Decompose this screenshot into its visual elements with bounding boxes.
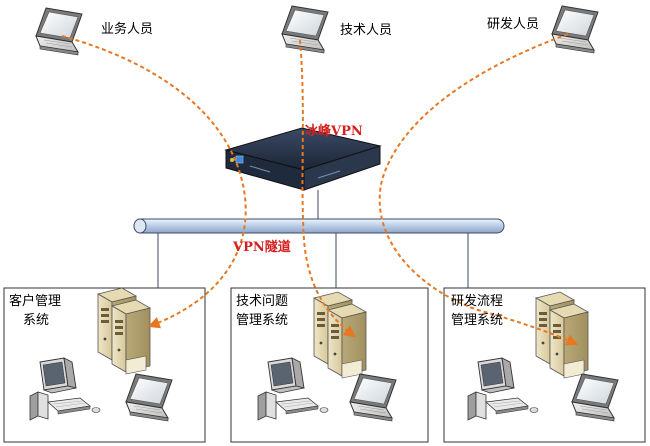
- laptop-icon-crm-box: [125, 373, 173, 422]
- rnd-system-box: [443, 287, 646, 443]
- tunnel-business: [61, 35, 247, 329]
- label-vpn-device: 冰峰VPN: [305, 124, 363, 139]
- vpn-tunnels: [61, 33, 579, 346]
- laptop-icon-rnd-box: [571, 373, 619, 422]
- crm-system-box: [3, 287, 206, 443]
- label-tech-staff: 技术人员: [340, 23, 393, 38]
- desktop-icon-crm: [29, 357, 101, 421]
- tech-system-box: [230, 287, 429, 443]
- laptop-icon-business: [35, 7, 83, 56]
- label-vpn-tunnel: VPN隧道: [233, 240, 291, 255]
- server-icon-crm: [97, 287, 151, 375]
- label-business-staff: 业务人员: [101, 22, 154, 37]
- laptop-icon-tech-box: [349, 373, 397, 422]
- desktop-icon-rnd: [467, 357, 539, 421]
- label-tech-system-line1: 技术问题: [236, 294, 289, 309]
- vpn-device-logo-icon: [235, 155, 244, 164]
- label-rnd-system-line1: 研发流程: [451, 294, 504, 309]
- server-icon-rnd: [535, 291, 589, 379]
- server-icon-tech: [313, 291, 367, 379]
- tunnel-rnd: [378, 33, 579, 346]
- network-bus: [133, 218, 505, 234]
- bus-drop-lines: [157, 190, 469, 288]
- laptop-icon-rnd: [551, 5, 599, 54]
- label-crm-system-line1: 客户管理: [9, 294, 62, 309]
- label-rnd-staff: 研发人员: [487, 17, 540, 32]
- vpn-device: [224, 127, 382, 191]
- laptop-icon-tech: [281, 5, 329, 54]
- desktop-icon-tech: [257, 357, 329, 421]
- label-crm-system-line2: 系统: [23, 313, 50, 328]
- label-rnd-system-line2: 管理系统: [451, 313, 504, 328]
- label-tech-system-line2: 管理系统: [236, 313, 289, 328]
